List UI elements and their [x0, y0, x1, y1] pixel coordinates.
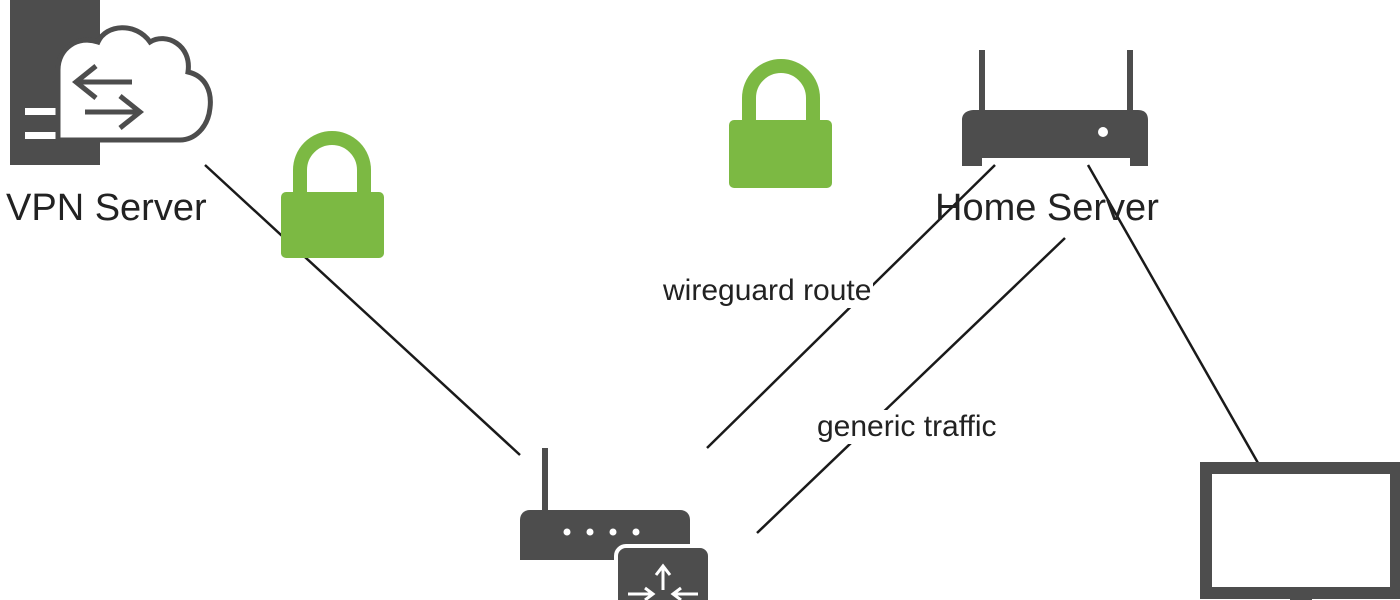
wireguard-route-label: wireguard route — [661, 274, 874, 308]
router-with-switch-icon — [520, 448, 712, 600]
edge-generic-traffic — [756, 237, 1066, 534]
server-cloud-icon — [10, 0, 213, 165]
edge-vpn-to-router — [204, 164, 521, 456]
generic-traffic-label: generic traffic — [815, 410, 999, 444]
lock-icon — [729, 59, 832, 188]
home-server-label: Home Server — [935, 187, 1159, 229]
router-icon — [962, 50, 1148, 166]
monitor-icon — [1200, 462, 1400, 600]
edge-home-to-monitor — [1086, 164, 1260, 464]
vpn-server-label: VPN Server — [6, 187, 207, 229]
lock-icon — [281, 131, 384, 258]
